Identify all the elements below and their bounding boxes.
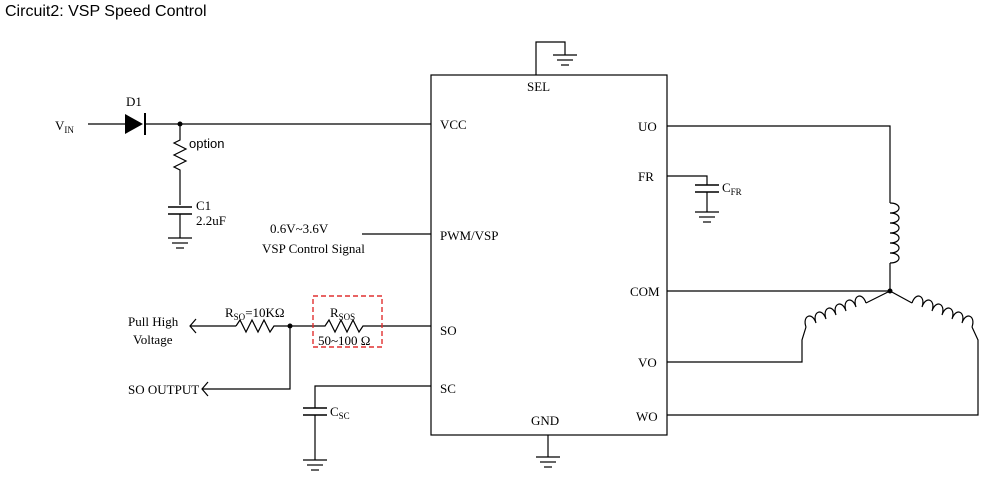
rso-label: RSO=10KΩ — [225, 305, 285, 322]
page-title: Circuit2: VSP Speed Control — [5, 3, 207, 20]
pin-sc-label: SC — [440, 381, 456, 396]
vsp-range-label: 0.6V~3.6V — [270, 221, 329, 236]
gnd-ground — [536, 435, 560, 468]
csc-label: CSC — [330, 404, 350, 421]
rso-resistor — [235, 318, 290, 334]
vsp-signal-label: VSP Control Signal — [262, 241, 365, 256]
pull-high-label-1: Pull High — [128, 314, 179, 329]
pin-so-label: SO — [440, 323, 457, 338]
pin-gnd-label: GND — [531, 413, 559, 428]
option-resistor — [172, 124, 188, 205]
motor-coil-w — [667, 290, 979, 416]
pin-sel-label: SEL — [527, 79, 550, 94]
ic-body — [430, 74, 668, 436]
pin-vcc-label: VCC — [440, 117, 467, 132]
rsos-label: RSOS — [330, 305, 355, 322]
option-label: option — [189, 136, 224, 151]
pin-pwm-label: PWM/VSP — [440, 228, 499, 243]
c1-label: C1 — [196, 198, 211, 213]
pin-wo-label: WO — [636, 409, 658, 424]
pin-com-label: COM — [630, 284, 660, 299]
motor-coil-v — [667, 290, 891, 363]
c1-value: 2.2uF — [196, 213, 226, 228]
rsos-highlight-box — [312, 295, 383, 348]
pin-fr-label: FR — [638, 169, 654, 184]
vin-label: VIN — [55, 118, 74, 135]
pin-vo-label: VO — [638, 355, 657, 370]
rsos-value: 50~100 Ω — [318, 333, 370, 348]
motor-coil-u — [667, 125, 900, 291]
capacitor-c1 — [168, 206, 192, 249]
cfr-label: CFR — [722, 180, 742, 197]
rsos-resistor — [290, 318, 431, 334]
sel-ground — [535, 41, 577, 75]
pull-high-arrow — [189, 318, 236, 334]
so-output-label: SO OUTPUT — [128, 382, 199, 397]
diode-d1-label: D1 — [126, 94, 142, 109]
capacitor-cfr — [667, 175, 719, 223]
diode-d1 — [125, 113, 146, 135]
capacitor-csc — [303, 385, 431, 471]
so-output-arrow — [201, 326, 291, 397]
pull-high-label-2: Voltage — [133, 332, 173, 347]
pin-uo-label: UO — [638, 119, 657, 134]
